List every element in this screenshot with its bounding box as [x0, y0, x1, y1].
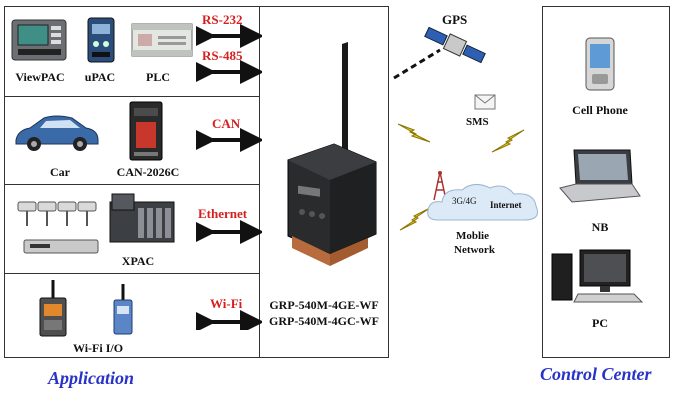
label-pc: PC [592, 316, 608, 330]
car-icon [15, 115, 99, 151]
label-nb: NB [591, 220, 609, 234]
plc-device-icon [131, 23, 193, 57]
cloud-3g4g-label: 3G/4G [452, 196, 477, 206]
label-cell-phone: Cell Phone [572, 103, 628, 117]
control-center-title: Control Center [540, 364, 652, 384]
label-wifi-io: Wi-Fi I/O [72, 341, 124, 355]
cloud-icon [427, 184, 538, 221]
xpac-device-icon [109, 193, 175, 243]
label-car: Car [50, 165, 70, 179]
wifi-io-module-icon [39, 280, 67, 337]
gateway-model-ge: GRP-540M-4GE-WF [269, 298, 379, 312]
link-arrows [196, 24, 262, 330]
label-plc: PLC [146, 70, 170, 84]
link-label-rs232: RS-232 [202, 12, 243, 27]
label-can-2026c: CAN-2026C [116, 165, 180, 179]
ip-cameras-icon [17, 201, 97, 226]
sms-label: SMS [466, 116, 489, 128]
row-divider [4, 273, 260, 274]
gateway-model-gc: GRP-540M-4GC-WF [269, 314, 379, 328]
cell-phone-icon [585, 37, 615, 91]
cell-tower-icon [433, 171, 447, 201]
can-2026c-device-icon [129, 101, 163, 161]
satellite-icon [424, 26, 486, 64]
gps-label: GPS [442, 12, 468, 27]
label-upac: uPAC [84, 70, 116, 84]
lightning-icon-right [491, 129, 525, 153]
gps-signal-dashes [393, 48, 441, 80]
label-viewpac: ViewPAC [15, 70, 65, 84]
link-label-wifi: Wi-Fi [210, 296, 243, 311]
link-label-rs485: RS-485 [202, 48, 243, 63]
row-divider [4, 96, 260, 97]
lightning-icon-bottom [399, 207, 431, 231]
row-divider [4, 184, 260, 185]
wifi-io-device-icon [113, 284, 133, 335]
sms-envelope-icon [474, 94, 496, 110]
gateway-device-icon [287, 42, 377, 266]
notebook-icon [559, 149, 641, 203]
dvr-device-icon [23, 239, 99, 254]
upac-device-icon [87, 17, 115, 63]
pc-icon [551, 249, 644, 303]
mobile-network-label-1: Moblie [456, 230, 489, 242]
link-label-can: CAN [212, 116, 241, 131]
lightning-icon-left [397, 123, 431, 143]
viewpac-device-icon [11, 19, 67, 61]
link-label-ethernet: Ethernet [198, 206, 248, 221]
label-xpac: XPAC [121, 254, 155, 268]
cloud-internet-label: Internet [490, 200, 522, 210]
application-title: Application [48, 368, 135, 388]
mobile-network-label-2: Network [454, 244, 495, 256]
